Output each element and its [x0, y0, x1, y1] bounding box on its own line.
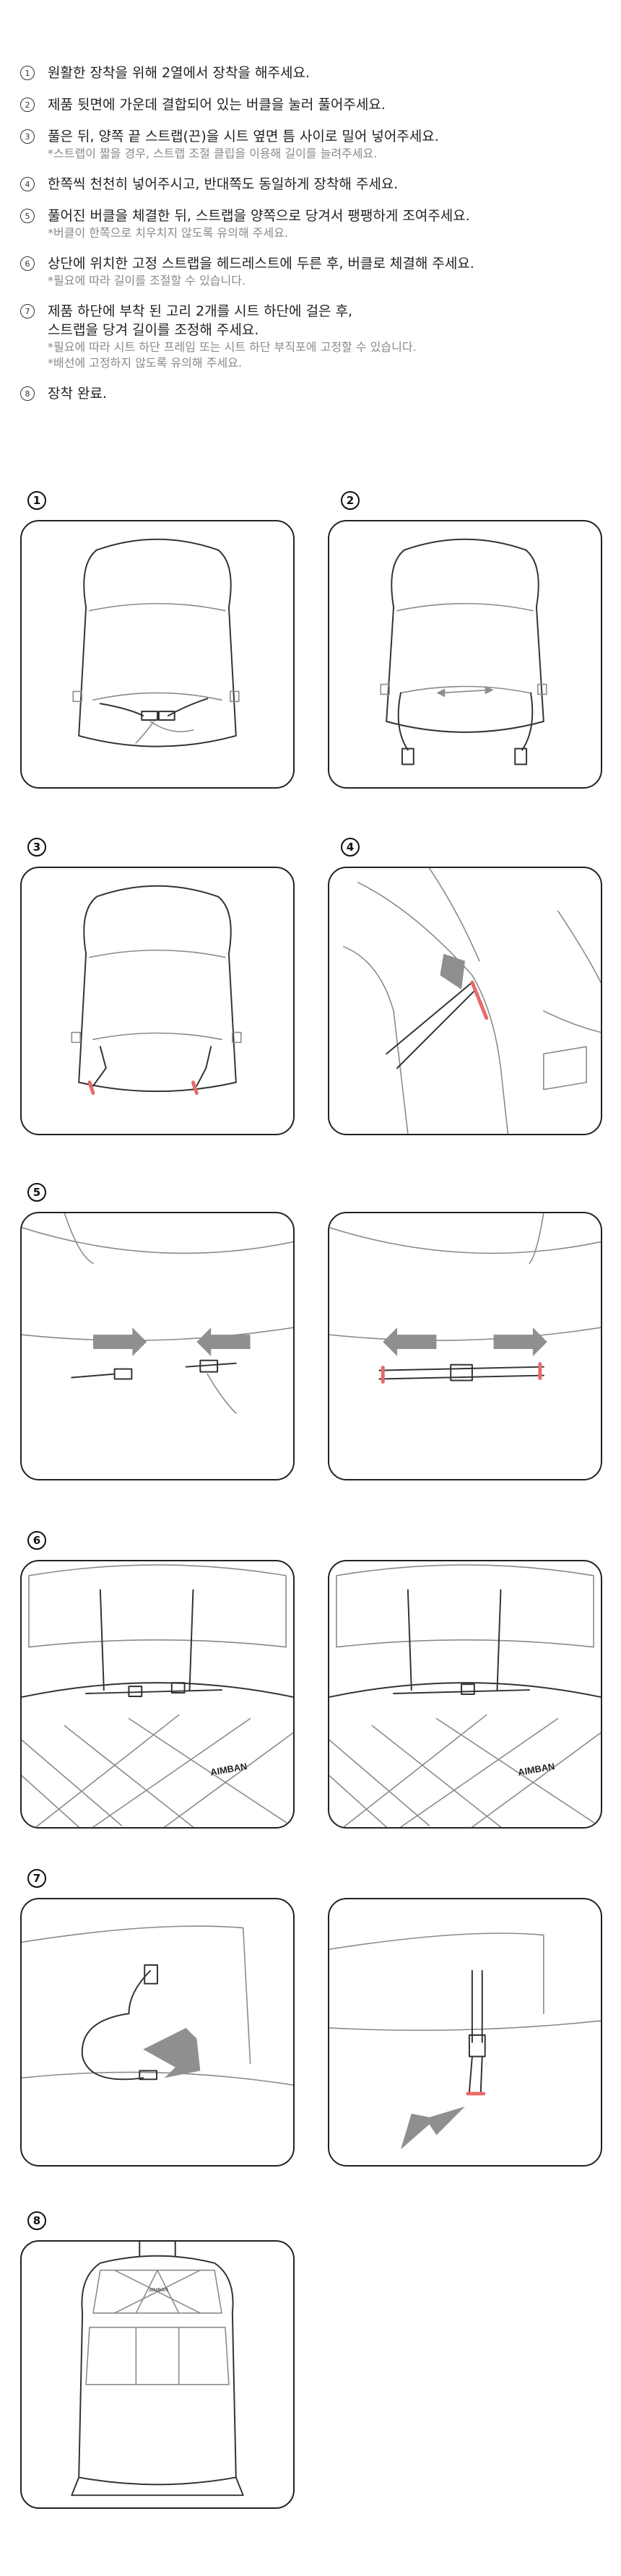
step-note: *스트랩이 짧을 경우, 스트랩 조절 클립을 이용해 길이를 늘려주세요.	[48, 147, 378, 160]
brand-logo: AIMBAN	[209, 1761, 248, 1778]
illustration-step-3	[20, 867, 295, 1135]
instruction-step: 4 한쪽씩 천천히 넣어주시고, 반대쪽도 동일하게 장착해 주세요.	[20, 175, 605, 194]
brand-logo: AIMBAN	[517, 1761, 555, 1778]
figure-marker: 1	[27, 491, 46, 510]
step-number: 4	[20, 177, 35, 191]
instruction-step: 5 풀어진 버클을 체결한 뒤, 스트랩을 양쪽으로 당겨서 팽팽하게 조여주세…	[20, 207, 605, 241]
figure-marker: 6	[27, 1531, 46, 1550]
figure-marker: 5	[27, 1183, 46, 1202]
figure-marker: 4	[341, 838, 360, 857]
illustration-step-7-right	[328, 1898, 602, 2167]
illustration-step-5-right	[328, 1212, 602, 1480]
step-number: 3	[20, 129, 35, 144]
step-note: *버클이 한쪽으로 치우치지 않도록 유의해 주세요.	[48, 226, 288, 240]
step-text: 제품 하단에 부착 된 고리 2개를 시트 하단에 걸은 후, 스트랩을 당겨 …	[48, 303, 353, 338]
step-number: 5	[20, 209, 35, 223]
instruction-step: 3 풀은 뒤, 양쪽 끝 스트랩(끈)을 시트 옆면 틈 사이로 밀어 넣어주세…	[20, 127, 605, 162]
step-text: 장착 완료.	[48, 386, 107, 402]
illustration-step-8: AIMBAN	[20, 2240, 295, 2509]
figure-marker: 3	[27, 838, 46, 857]
step-note: *필요에 따라 시트 하단 프레임 또는 시트 하단 부직포에 고정할 수 있습…	[48, 340, 417, 354]
illustration-step-2	[328, 520, 602, 789]
instruction-step: 1 원활한 장착을 위해 2열에서 장착을 해주세요.	[20, 64, 605, 82]
instruction-step: 6 상단에 위치한 고정 스트랩을 헤드레스트에 두른 후, 버클로 체결해 주…	[20, 254, 605, 289]
step-number: 7	[20, 304, 35, 318]
illustration-step-1	[20, 520, 295, 789]
figure-marker: 8	[27, 2211, 46, 2230]
brand-logo: AIMBAN	[149, 2288, 168, 2293]
seat-back-cover-drawing	[72, 538, 240, 747]
step-number: 1	[20, 66, 35, 80]
illustration-step-7-left	[20, 1898, 295, 2167]
step-text: 풀어진 버클을 체결한 뒤, 스트랩을 양쪽으로 당겨서 팽팽하게 조여주세요.	[48, 208, 470, 224]
step-text: 풀은 뒤, 양쪽 끝 스트랩(끈)을 시트 옆면 틈 사이로 밀어 넣어주세요.	[48, 129, 439, 144]
step-number: 2	[20, 97, 35, 112]
instruction-step: 7 제품 하단에 부착 된 고리 2개를 시트 하단에 걸은 후, 스트랩을 당…	[20, 302, 605, 371]
step-number: 6	[20, 256, 35, 271]
instruction-list: 1 원활한 장착을 위해 2열에서 장착을 해주세요. 2 제품 뒷면에 가운데…	[20, 64, 605, 416]
step-text: 상단에 위치한 고정 스트랩을 헤드레스트에 두른 후, 버클로 체결해 주세요…	[48, 256, 474, 272]
illustration-step-6-right: AIMBAN	[328, 1560, 602, 1829]
illustration-step-5-left	[20, 1212, 295, 1480]
illustration-step-6-left: AIMBAN	[20, 1560, 295, 1829]
instruction-step: 2 제품 뒷면에 가운데 결합되어 있는 버클을 눌러 풀어주세요.	[20, 95, 605, 114]
instruction-step: 8 장착 완료.	[20, 384, 605, 403]
step-note: *필요에 따라 길이를 조절할 수 있습니다.	[48, 274, 246, 287]
step-text: 원활한 장착을 위해 2열에서 장착을 해주세요.	[48, 65, 310, 81]
illustration-step-4	[328, 867, 602, 1135]
figure-marker: 2	[341, 491, 360, 510]
step-number: 8	[20, 386, 35, 401]
step-text: 제품 뒷면에 가운데 결합되어 있는 버클을 눌러 풀어주세요.	[48, 97, 386, 113]
figure-marker: 7	[27, 1869, 46, 1888]
step-text: 한쪽씩 천천히 넣어주시고, 반대쪽도 동일하게 장착해 주세요.	[48, 176, 399, 192]
step-note: *배선에 고정하지 않도록 유의해 주세요.	[48, 356, 242, 370]
